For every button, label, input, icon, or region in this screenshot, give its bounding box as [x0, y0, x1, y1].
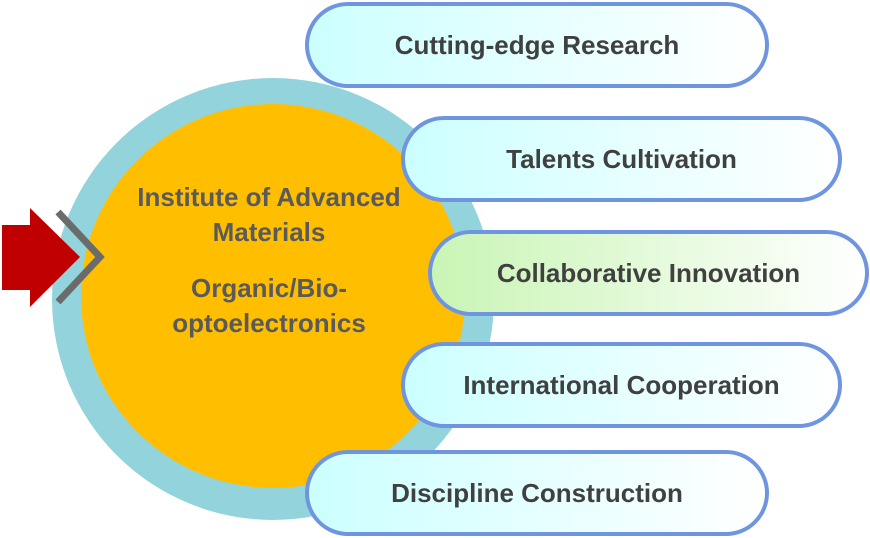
pillar-cutting-edge-research: Cutting-edge Research	[305, 2, 769, 88]
pillar-label: Talents Cultivation	[506, 143, 737, 174]
chevron-right-icon	[55, 209, 105, 305]
pillar-label: Collaborative Innovation	[496, 257, 801, 288]
pillar-label: Discipline Construction	[391, 477, 683, 508]
pillar-collaborative-innovation: Collaborative Innovation	[428, 230, 869, 316]
pillar-talents-cultivation: Talents Cultivation	[401, 116, 842, 202]
pillar-international-cooperation: International Cooperation	[401, 342, 842, 428]
center-label-line-2: Materials	[212, 217, 326, 247]
center-label-gap	[95, 250, 443, 271]
center-label-line-1: Institute of Advanced	[137, 182, 401, 212]
center-label-line-3: Organic/Bio-	[190, 273, 347, 303]
block-arrow-right-icon	[2, 208, 80, 307]
center-label-line-4: optoelectronics	[172, 308, 366, 338]
pillar-label: Cutting-edge Research	[394, 29, 680, 60]
pillar-discipline-construction: Discipline Construction	[305, 450, 769, 536]
center-label: Institute of Advanced Materials Organic/…	[95, 180, 443, 341]
input-arrow-group	[2, 208, 105, 307]
pillar-label: International Cooperation	[463, 369, 780, 400]
